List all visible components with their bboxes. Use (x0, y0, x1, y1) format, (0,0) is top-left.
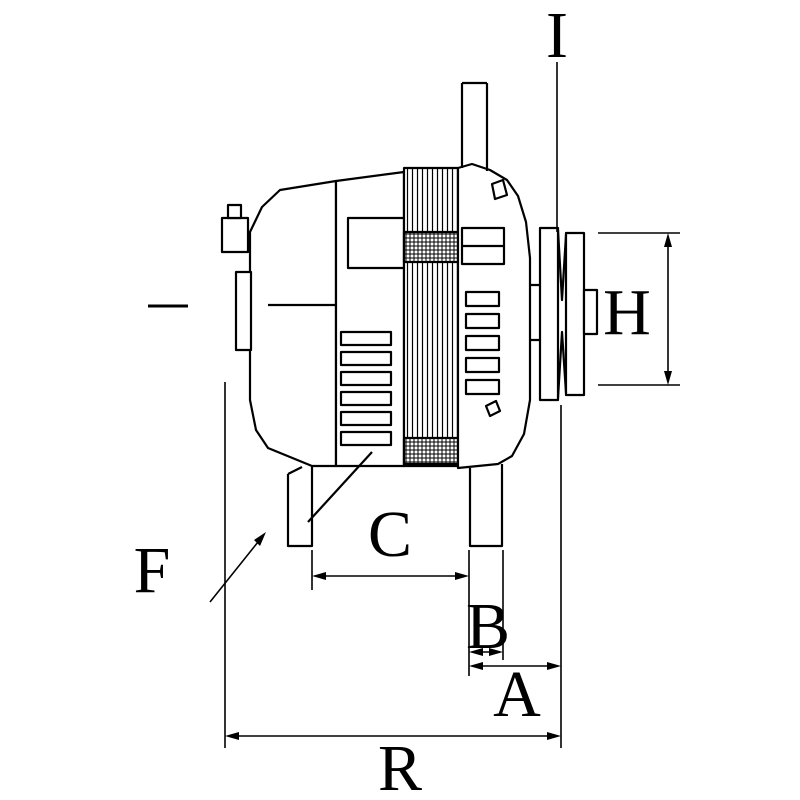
dim-h (598, 232, 680, 386)
label-i: I (546, 0, 568, 72)
foot-gusset (307, 451, 373, 523)
vent-slots-rear (339, 330, 393, 447)
label-c: C (368, 498, 412, 571)
label-f: F (134, 534, 171, 607)
pulley-right-rim (564, 231, 586, 397)
lamination-dense-bottom (402, 436, 460, 466)
left-foot (286, 466, 314, 548)
small-tab (484, 399, 502, 418)
dimension-labels: I H F C B A R (134, 0, 651, 800)
vent-slots-front (464, 290, 501, 396)
mounting-stud (460, 81, 489, 171)
label-h: H (603, 276, 651, 349)
stator-block (346, 216, 406, 270)
label-r: R (378, 732, 422, 800)
dim-r (224, 382, 561, 748)
label-b: B (466, 590, 510, 663)
pulley-v-groove (556, 229, 568, 399)
rear-housing (248, 179, 338, 468)
alternator-body (148, 81, 599, 548)
dim-f-leader (209, 532, 266, 603)
top-tab (490, 178, 509, 201)
terminal-stud (226, 203, 243, 220)
shaft-nut (582, 288, 599, 336)
side-lug (234, 270, 253, 352)
dim-b (469, 550, 504, 660)
dim-a (469, 405, 562, 748)
terminal-block (220, 216, 250, 254)
lamination-dense-top (402, 230, 460, 264)
label-a: A (493, 658, 541, 731)
pulley-left-rim (538, 226, 560, 402)
dimension-lines (209, 62, 680, 748)
shaft-lines (530, 283, 540, 342)
right-foot (468, 464, 504, 548)
dim-c (311, 550, 470, 676)
lamination-band (402, 166, 460, 468)
